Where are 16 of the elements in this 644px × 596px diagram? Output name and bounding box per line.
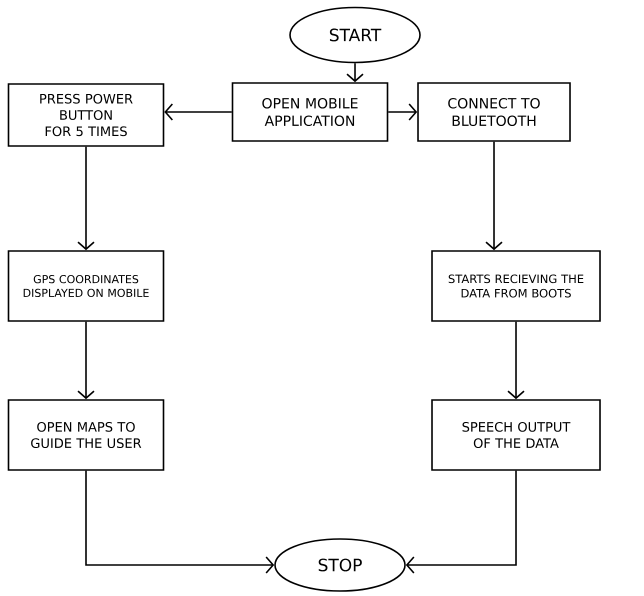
arrow [388,103,418,121]
arrow [406,470,517,574]
process-box: OPEN MOBILE APPLICATION [232,82,388,142]
process-box: OPEN MAPS TO GUIDE THE USER [8,399,164,471]
arrow [85,470,274,574]
process-box: STARTS RECIEVING THE DATA FROM BOOTS [431,250,601,322]
arrow [164,103,232,121]
arrow [485,142,503,250]
process-box: PRESS POWER BUTTON FOR 5 TIMES [8,83,164,147]
process-box: GPS COORDINATES DISPLAYED ON MOBILE [8,250,164,322]
process-box: CONNECT TO BLUETOOTH [417,82,571,142]
arrow [77,146,95,250]
arrow [346,63,364,82]
process-box: SPEECH OUTPUT OF THE DATA [431,399,601,471]
arrow [507,322,525,400]
arrow [77,322,95,400]
